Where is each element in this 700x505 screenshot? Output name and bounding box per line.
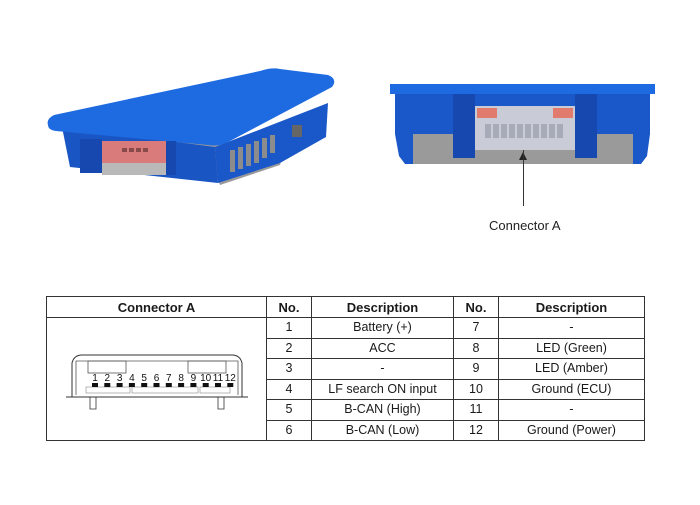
header-no-1: No. [266, 296, 312, 318]
pin-description: B-CAN (Low) [311, 419, 454, 441]
pin-number: 4 [266, 378, 312, 400]
connector-a-terminals [485, 124, 563, 138]
header-description-1: Description [311, 296, 454, 318]
connector-pin-terminal [153, 383, 159, 387]
pin-description: - [311, 358, 454, 380]
pin-description: LED (Green) [498, 337, 645, 359]
side-clip-hole [292, 125, 302, 137]
pin-number: 7 [453, 317, 499, 339]
pin-number: 2 [266, 337, 312, 359]
front-view-right-latch [575, 94, 597, 158]
connector-pin-terminal [91, 383, 98, 387]
connector-pin-label: 9 [190, 373, 196, 384]
pin-description: LF search ON input [311, 378, 454, 400]
connector-pin-terminal [165, 383, 172, 387]
connector-pin-terminal [116, 383, 123, 387]
pin-description: Ground (Power) [498, 419, 645, 441]
connector-pin-terminal [103, 383, 110, 387]
pin-description: - [498, 317, 645, 339]
pin-number: 3 [266, 358, 312, 380]
ecu-module-front-view [390, 84, 655, 164]
connector-pin-terminal [140, 383, 147, 387]
connector-pins [122, 148, 148, 152]
header-connector: Connector A [46, 296, 267, 318]
pin-number: 9 [453, 358, 499, 380]
pin-description: LED (Amber) [498, 358, 645, 380]
pin-description: - [498, 399, 645, 421]
connector-pin-label: 12 [224, 373, 236, 384]
connector-pin-label: 7 [166, 373, 172, 384]
pin-number: 11 [453, 399, 499, 421]
connector-pin-label: 2 [104, 373, 110, 384]
connector-pin-label: 11 [212, 373, 223, 384]
connector-pin-label: 10 [200, 373, 212, 384]
front-view-left-latch [453, 94, 475, 158]
header-description-2: Description [498, 296, 645, 318]
pin-number: 6 [266, 419, 312, 441]
connector-pin-terminal [226, 383, 233, 387]
ecu-module-isometric-view [47, 68, 335, 185]
connector-pin-terminal [189, 383, 196, 387]
connector-pin-label: 5 [141, 373, 147, 384]
table-header-row: Connector A No. Description No. Descript… [46, 296, 645, 318]
pin-number: 5 [266, 399, 312, 421]
front-view-lid [390, 84, 655, 94]
connector-pin-label: 4 [129, 373, 135, 384]
connector-pin-label: 8 [178, 373, 184, 384]
pin-number: 1 [266, 317, 312, 339]
left-latch [80, 139, 102, 173]
connector-a-bottom [102, 163, 166, 175]
front-view-right-foot [633, 134, 650, 164]
pin-description: ACC [311, 337, 454, 359]
front-view-left-foot [395, 134, 413, 164]
callout-line [523, 150, 524, 206]
module-top-lid [47, 68, 335, 146]
connector-pin-terminal [177, 383, 184, 387]
pin-description: B-CAN (High) [311, 399, 454, 421]
connector-a-pink-right [553, 108, 573, 118]
pin-description: Battery (+) [311, 317, 454, 339]
pin-number: 12 [453, 419, 499, 441]
pin-table: Connector A No. Description No. Descript… [46, 296, 645, 441]
connector-pin-terminal [128, 383, 135, 387]
callout-label-connector-a: Connector A [489, 218, 561, 233]
connector-pin-label: 3 [116, 373, 122, 384]
header-no-2: No. [453, 296, 499, 318]
side-vents [230, 135, 275, 172]
pin-number: 10 [453, 378, 499, 400]
connector-a-pink-left [477, 108, 497, 118]
connector-pin-label: 6 [153, 373, 159, 384]
right-latch [166, 141, 176, 175]
connector-pin-label: 1 [92, 373, 98, 384]
connector-pin-terminal [202, 383, 209, 387]
connector-pin-terminal [214, 383, 221, 387]
pin-number: 8 [453, 337, 499, 359]
pin-description: Ground (ECU) [498, 378, 645, 400]
